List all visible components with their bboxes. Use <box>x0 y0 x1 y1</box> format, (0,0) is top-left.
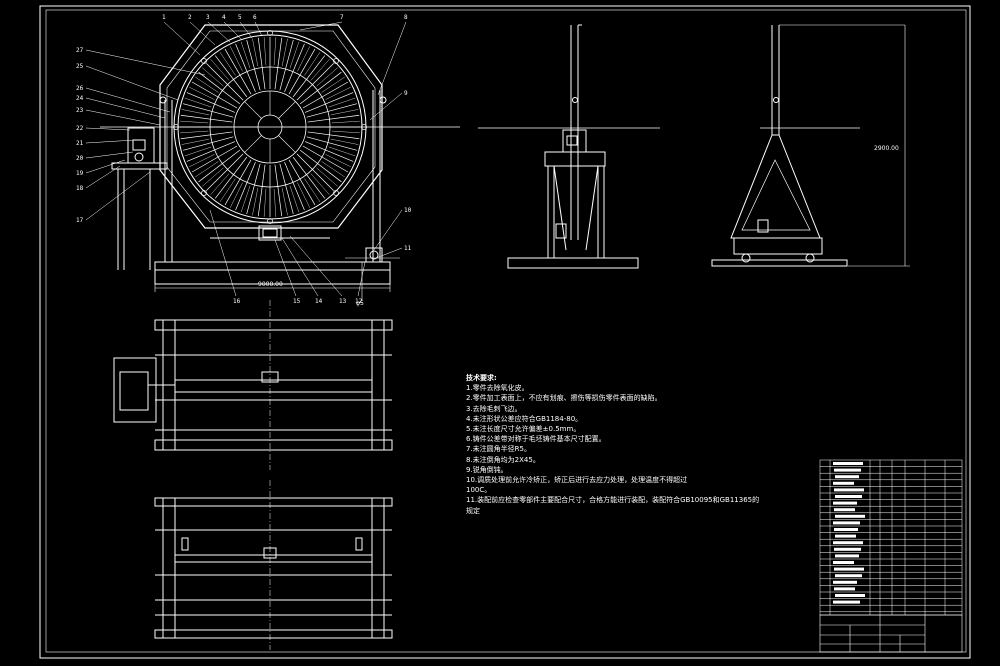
tech-note-item: 2.零件加工表面上，不应有划痕、擦伤等损伤零件表面的缺陷。 <box>466 394 662 403</box>
tech-note-item: 11.装配前应检查零部件主要配合尺寸，合格方能进行装配，装配符合GB10095和… <box>466 496 760 505</box>
part-label: 11 <box>404 245 412 252</box>
part-label: 20 <box>76 155 84 162</box>
part-leaders <box>85 21 407 297</box>
side-view-left <box>478 24 660 269</box>
part-label: 27 <box>76 47 84 54</box>
part-label: 16 <box>233 298 241 305</box>
part-label: 7 <box>340 14 344 21</box>
part-label: 9 <box>404 90 408 97</box>
part-label: 14 <box>315 298 323 305</box>
part-label: 8 <box>404 14 408 21</box>
tech-note-item: 10.调质处理前允许冷矫正，矫正后进行去应力处理，处理温度不得超过 <box>466 476 688 485</box>
front-view <box>100 24 460 285</box>
part-label: 26 <box>76 85 84 92</box>
part-label: 3 <box>206 14 210 21</box>
part-label: 24 <box>76 95 84 102</box>
part-label: 22 <box>76 125 84 132</box>
title-block <box>819 614 963 653</box>
tech-note-item: 1.零件去除氧化皮。 <box>466 384 529 393</box>
tech-note-item: 100C。 <box>466 486 492 495</box>
part-label: 4 <box>222 14 226 21</box>
part-label: 19 <box>76 170 84 177</box>
technical-requirements: 技术要求: 1.零件去除氧化皮。 2.零件加工表面上，不应有划痕、擦伤等损伤零件… <box>466 373 766 516</box>
height-dimension-text: 2900.00 <box>874 145 899 152</box>
part-label: 25 <box>76 63 84 70</box>
outer-frame <box>39 5 971 659</box>
tech-notes-title: 技术要求: <box>466 374 497 382</box>
inner-frame <box>45 9 967 653</box>
tech-note-item: 4.未注形状公差应符合GB1184-80。 <box>466 414 583 423</box>
part-label: 13 <box>339 298 347 305</box>
part-label: 21 <box>76 140 84 147</box>
tech-note-item: 5.未注长度尺寸允许偏差±0.5mm。 <box>466 425 581 434</box>
part-label: 6 <box>253 14 257 21</box>
part-label: 10 <box>404 207 412 214</box>
part-label: 23 <box>76 107 84 114</box>
part-label: 2 <box>188 14 192 21</box>
plan-view-bottom <box>154 480 393 650</box>
tech-note-item: 6.铸件公差带对称于毛坯铸件基本尺寸配置。 <box>466 435 606 444</box>
front-view-dimensions <box>154 262 391 300</box>
pitch-dimension-text: φ5 <box>356 300 364 307</box>
tech-note-item: 3.去除毛刺飞边。 <box>466 404 522 413</box>
tech-note-item: 8.未注倒角均为2X45。 <box>466 455 540 464</box>
plan-view-top <box>113 300 393 470</box>
part-label: 12 <box>355 298 363 305</box>
tech-note-item: 9.锐角倒钝。 <box>466 465 508 474</box>
side-view-right <box>711 24 910 267</box>
tech-note-item: 规定 <box>466 506 480 515</box>
part-label: 18 <box>76 185 84 192</box>
tech-note-item: 7.未注圆角半径R5。 <box>466 445 531 454</box>
part-label: 5 <box>238 14 242 21</box>
part-label: 17 <box>76 217 84 224</box>
width-dimension-text: 9000.00 <box>258 281 283 288</box>
drum-wheel <box>173 30 367 224</box>
part-label: 1 <box>162 14 166 21</box>
part-label: 15 <box>293 298 301 305</box>
